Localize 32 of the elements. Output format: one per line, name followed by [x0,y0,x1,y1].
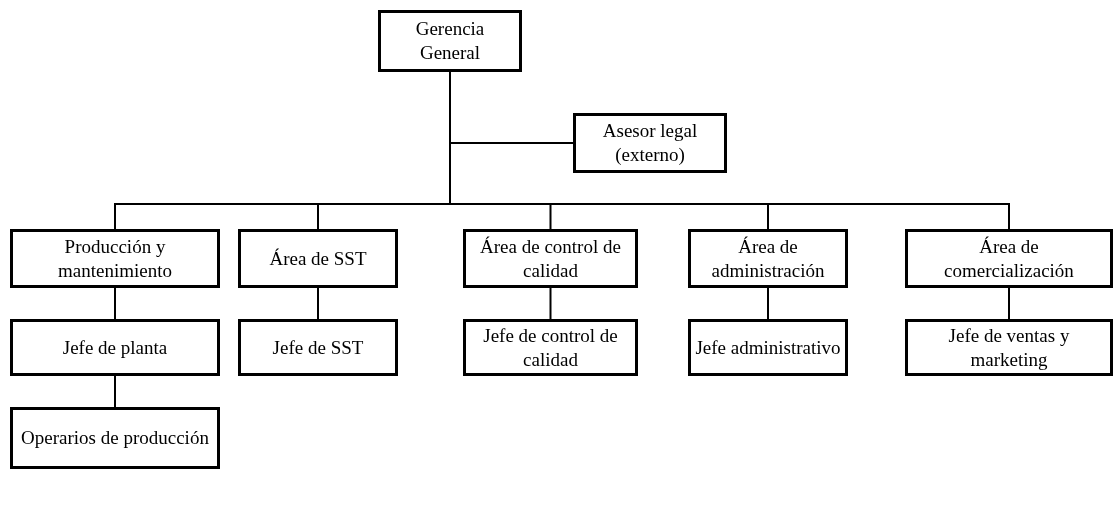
org-box [905,319,1113,376]
role-label: Área de comercialización [943,234,1075,283]
org-box [688,229,848,288]
org-box [10,229,220,288]
role-label: Área de administración [710,234,826,283]
role-label: Jefe administrativo [694,335,842,360]
role-label: Asesor legal (externo) [601,119,699,167]
org-box [238,229,398,288]
org-box [573,113,727,173]
connector-line [1008,287,1010,320]
org-box [10,319,220,376]
org-box [10,407,220,469]
role-label: Área de SST [268,246,368,271]
org-box [463,229,638,288]
connector-line [767,287,769,320]
role-label: Operarios de producción [20,426,210,450]
role-label: Jefe de control de calidad [482,323,619,372]
org-box [238,319,398,376]
org-box [688,319,848,376]
role-label: Jefe de SST [271,335,365,360]
role-label: Gerencia General [414,17,486,65]
connector-line [114,287,116,320]
connector-line [317,287,319,320]
org-box [905,229,1113,288]
connector-line [549,287,552,320]
role-label: Producción y mantenimiento [57,234,173,283]
role-label: Jefe de ventas y marketing [947,323,1071,372]
org-box [378,10,522,72]
org-box [463,319,638,376]
connector-line [114,375,116,408]
role-label: Jefe de planta [61,335,169,360]
role-label: Área de control de calidad [479,234,622,283]
